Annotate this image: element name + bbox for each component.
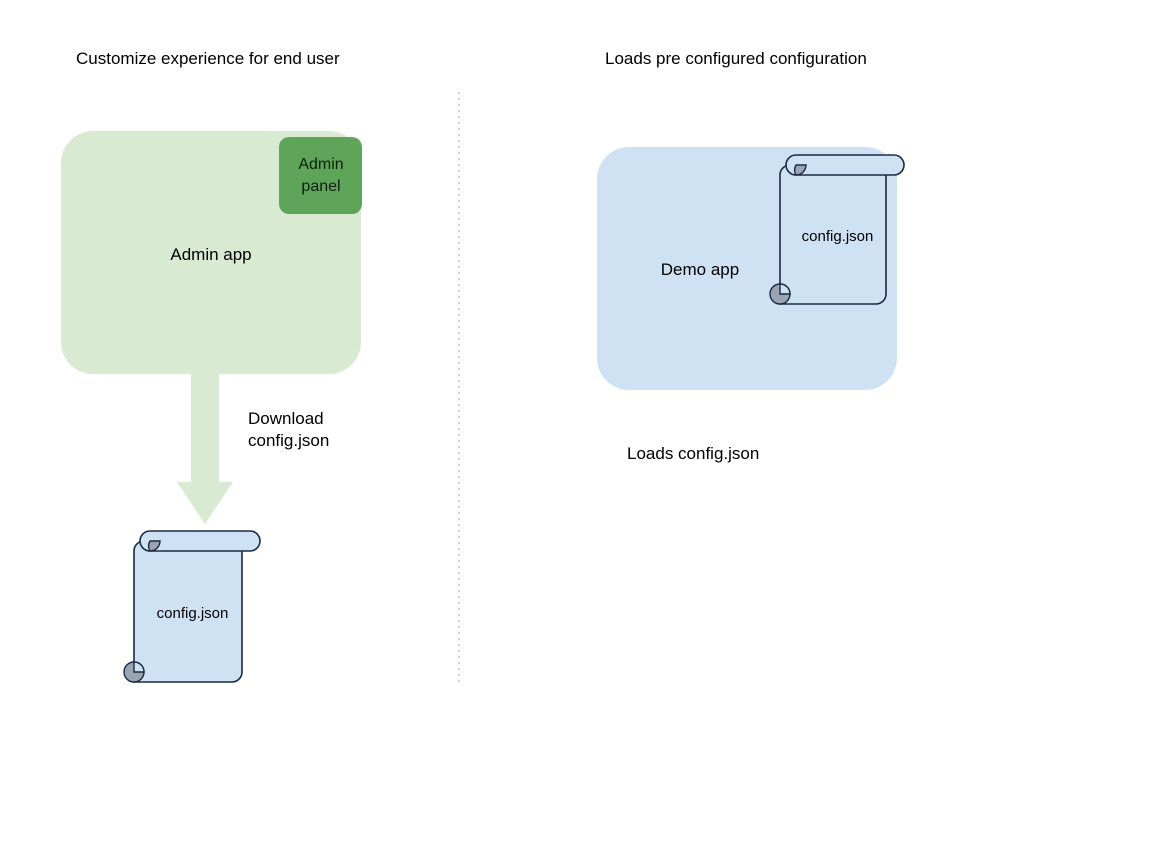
config-document-left[interactable] bbox=[123, 530, 261, 683]
admin-panel-box[interactable] bbox=[279, 137, 362, 214]
config-document-right-label: config.json bbox=[801, 228, 874, 245]
demo-app-label: Demo app bbox=[660, 260, 740, 279]
loads-config-caption: Loads config.json bbox=[627, 444, 760, 463]
admin-panel-label-line1: Admin bbox=[298, 156, 344, 173]
config-document-right[interactable] bbox=[769, 154, 905, 305]
download-arrow-label: Download config.json bbox=[248, 408, 408, 452]
download-arrow-label-line1: Download bbox=[248, 409, 324, 428]
admin-panel-label: Admin panel bbox=[281, 154, 361, 198]
right-section-heading: Loads pre configured configuration bbox=[605, 49, 867, 68]
admin-panel-label-line2: panel bbox=[301, 178, 341, 195]
admin-app-label: Admin app bbox=[170, 245, 252, 264]
config-document-left-label: config.json bbox=[156, 605, 229, 622]
download-arrow bbox=[177, 372, 233, 524]
left-section-heading: Customize experience for end user bbox=[76, 49, 340, 68]
download-arrow-label-line2: config.json bbox=[248, 431, 330, 450]
